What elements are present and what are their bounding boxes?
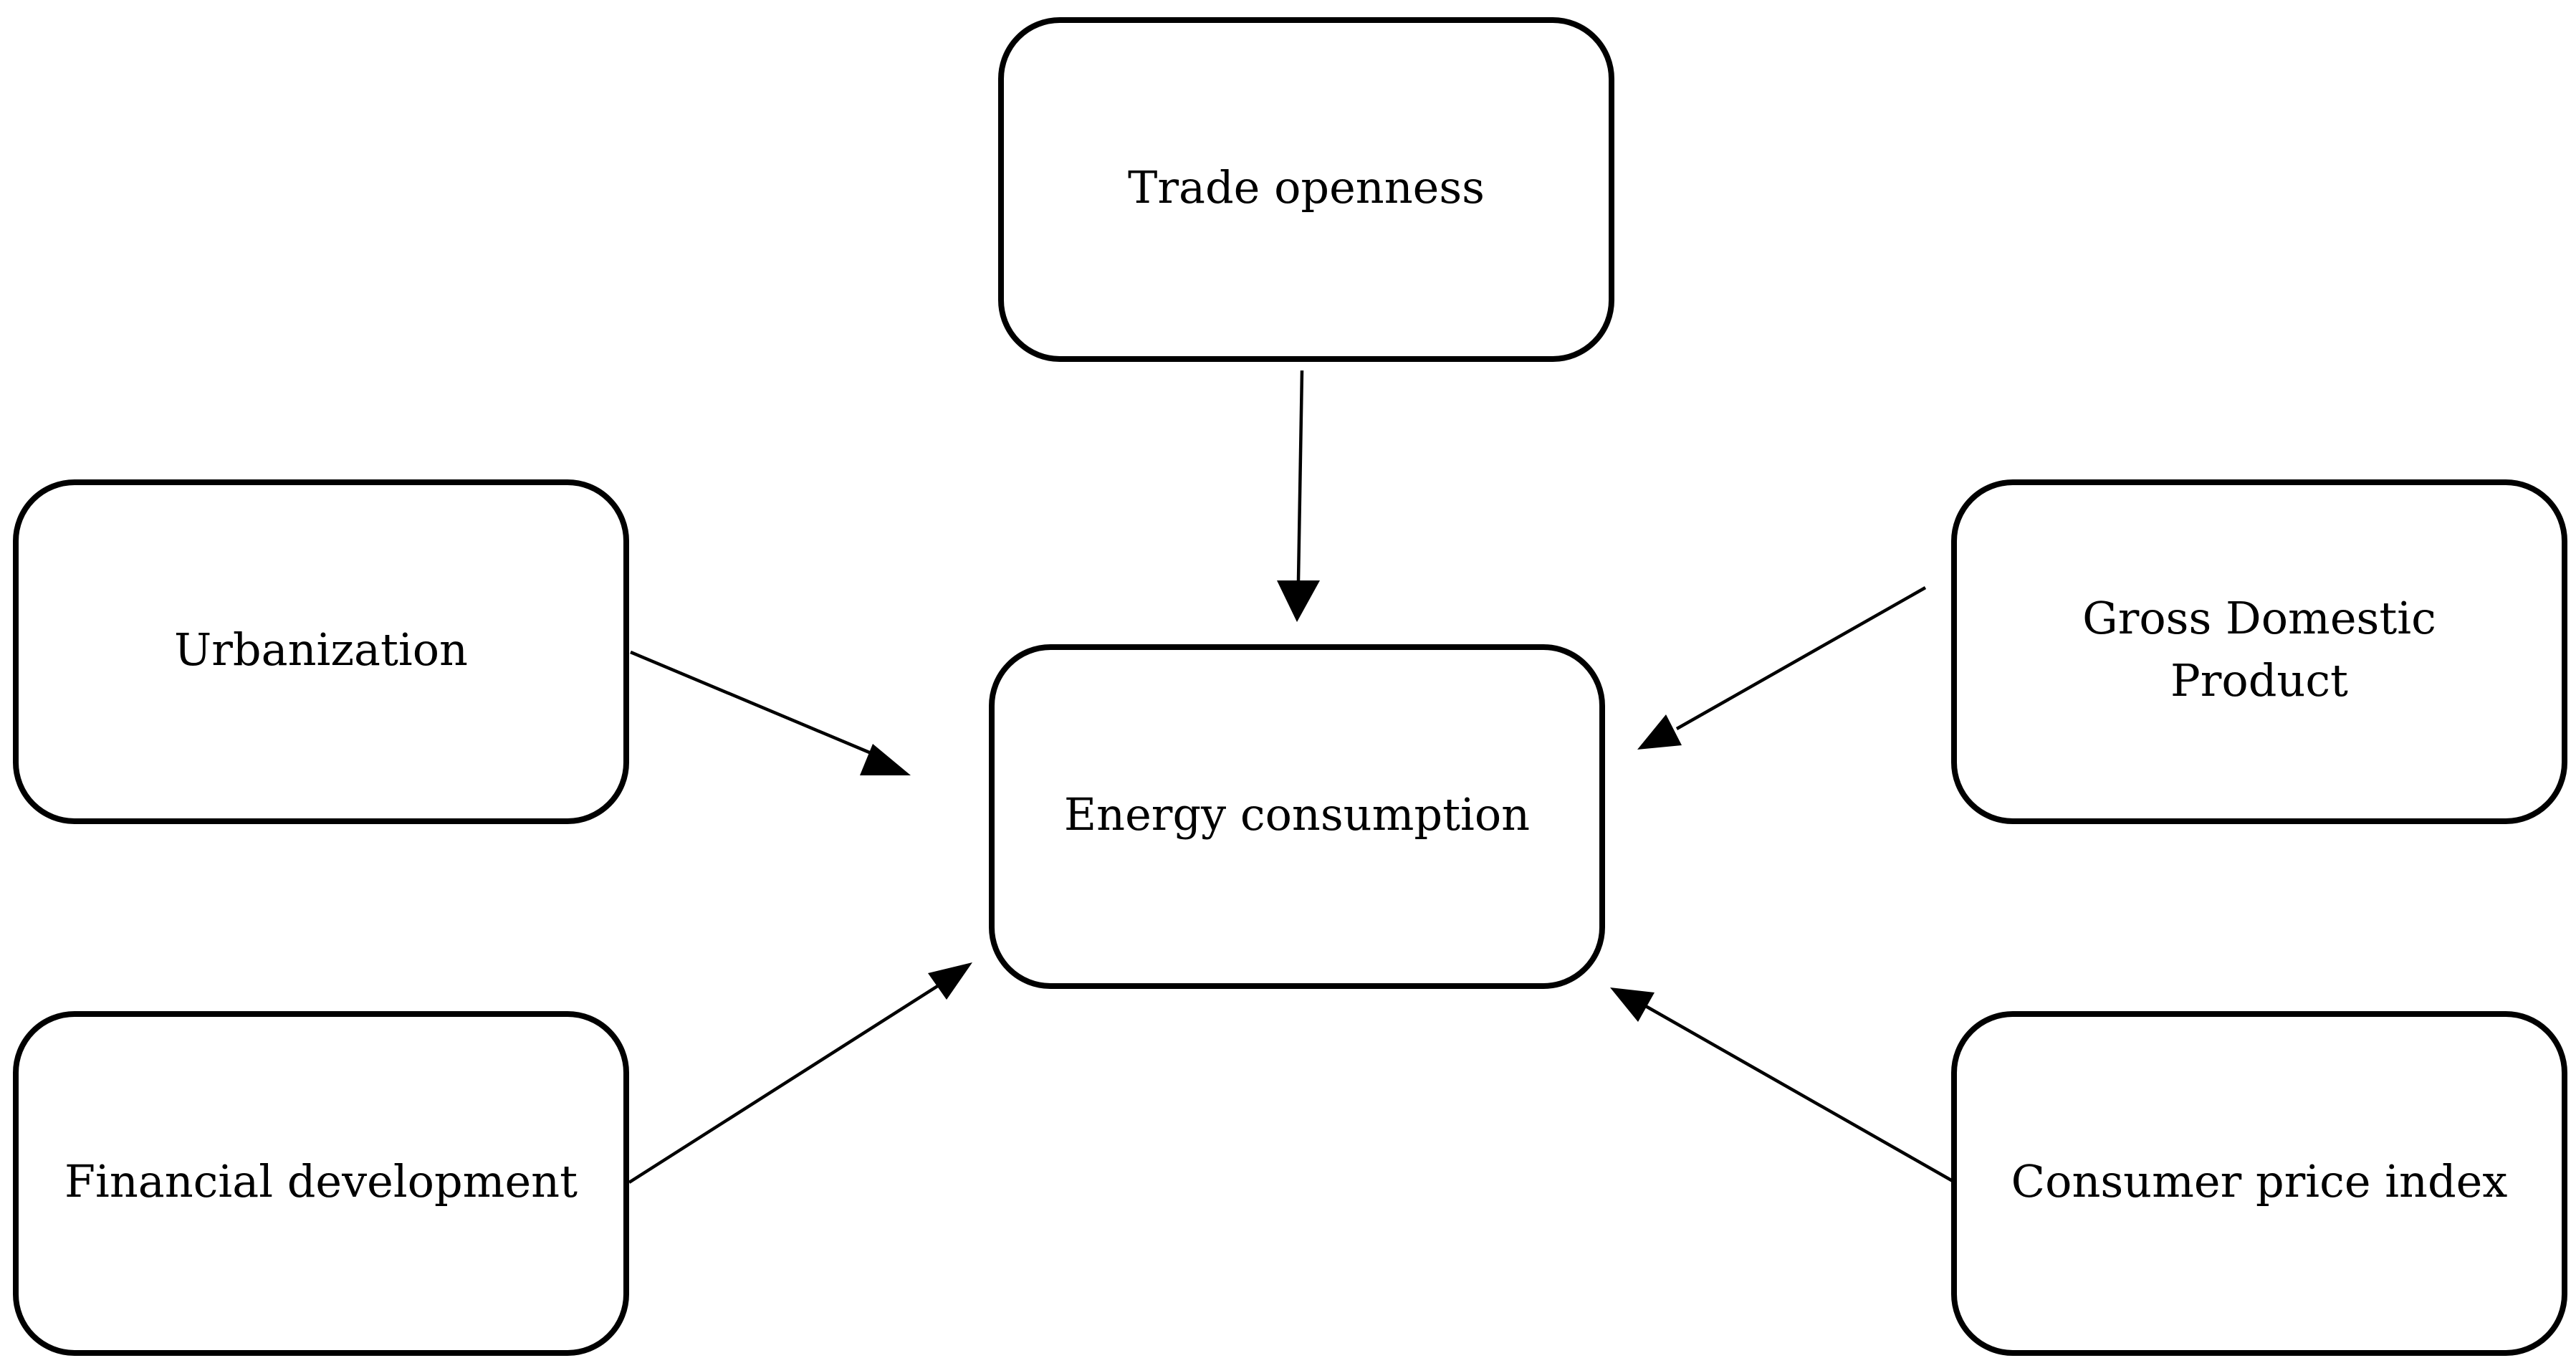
node-energy-consumption-label: Energy consumption: [1064, 788, 1530, 841]
node-energy-consumption: Energy consumption: [989, 644, 1605, 989]
node-consumer-price-index: Consumer price index: [1951, 1011, 2567, 1356]
node-gdp-label-line2: Product: [2170, 654, 2348, 707]
edge-cpi-to-energy: [1610, 987, 1954, 1182]
node-trade-openness-label: Trade openness: [1128, 161, 1485, 214]
node-trade-openness: Trade openness: [998, 17, 1614, 362]
node-gdp-label-line1: Gross Domestic: [2082, 592, 2436, 644]
node-urbanization-label: Urbanization: [174, 623, 468, 676]
node-gross-domestic-product: Gross Domestic Product: [1951, 479, 2567, 824]
node-urbanization: Urbanization: [13, 479, 629, 824]
edge-gdp-to-energy: [1637, 586, 1927, 750]
node-financial-development: Financial development: [13, 1011, 629, 1356]
node-financial-development-label: Financial development: [64, 1155, 578, 1207]
edge-urbanization-to-energy: [630, 650, 911, 775]
edge-trade-to-energy: [1277, 370, 1320, 622]
edge-finance-to-energy: [628, 962, 972, 1184]
node-cpi-label: Consumer price index: [2011, 1155, 2508, 1207]
